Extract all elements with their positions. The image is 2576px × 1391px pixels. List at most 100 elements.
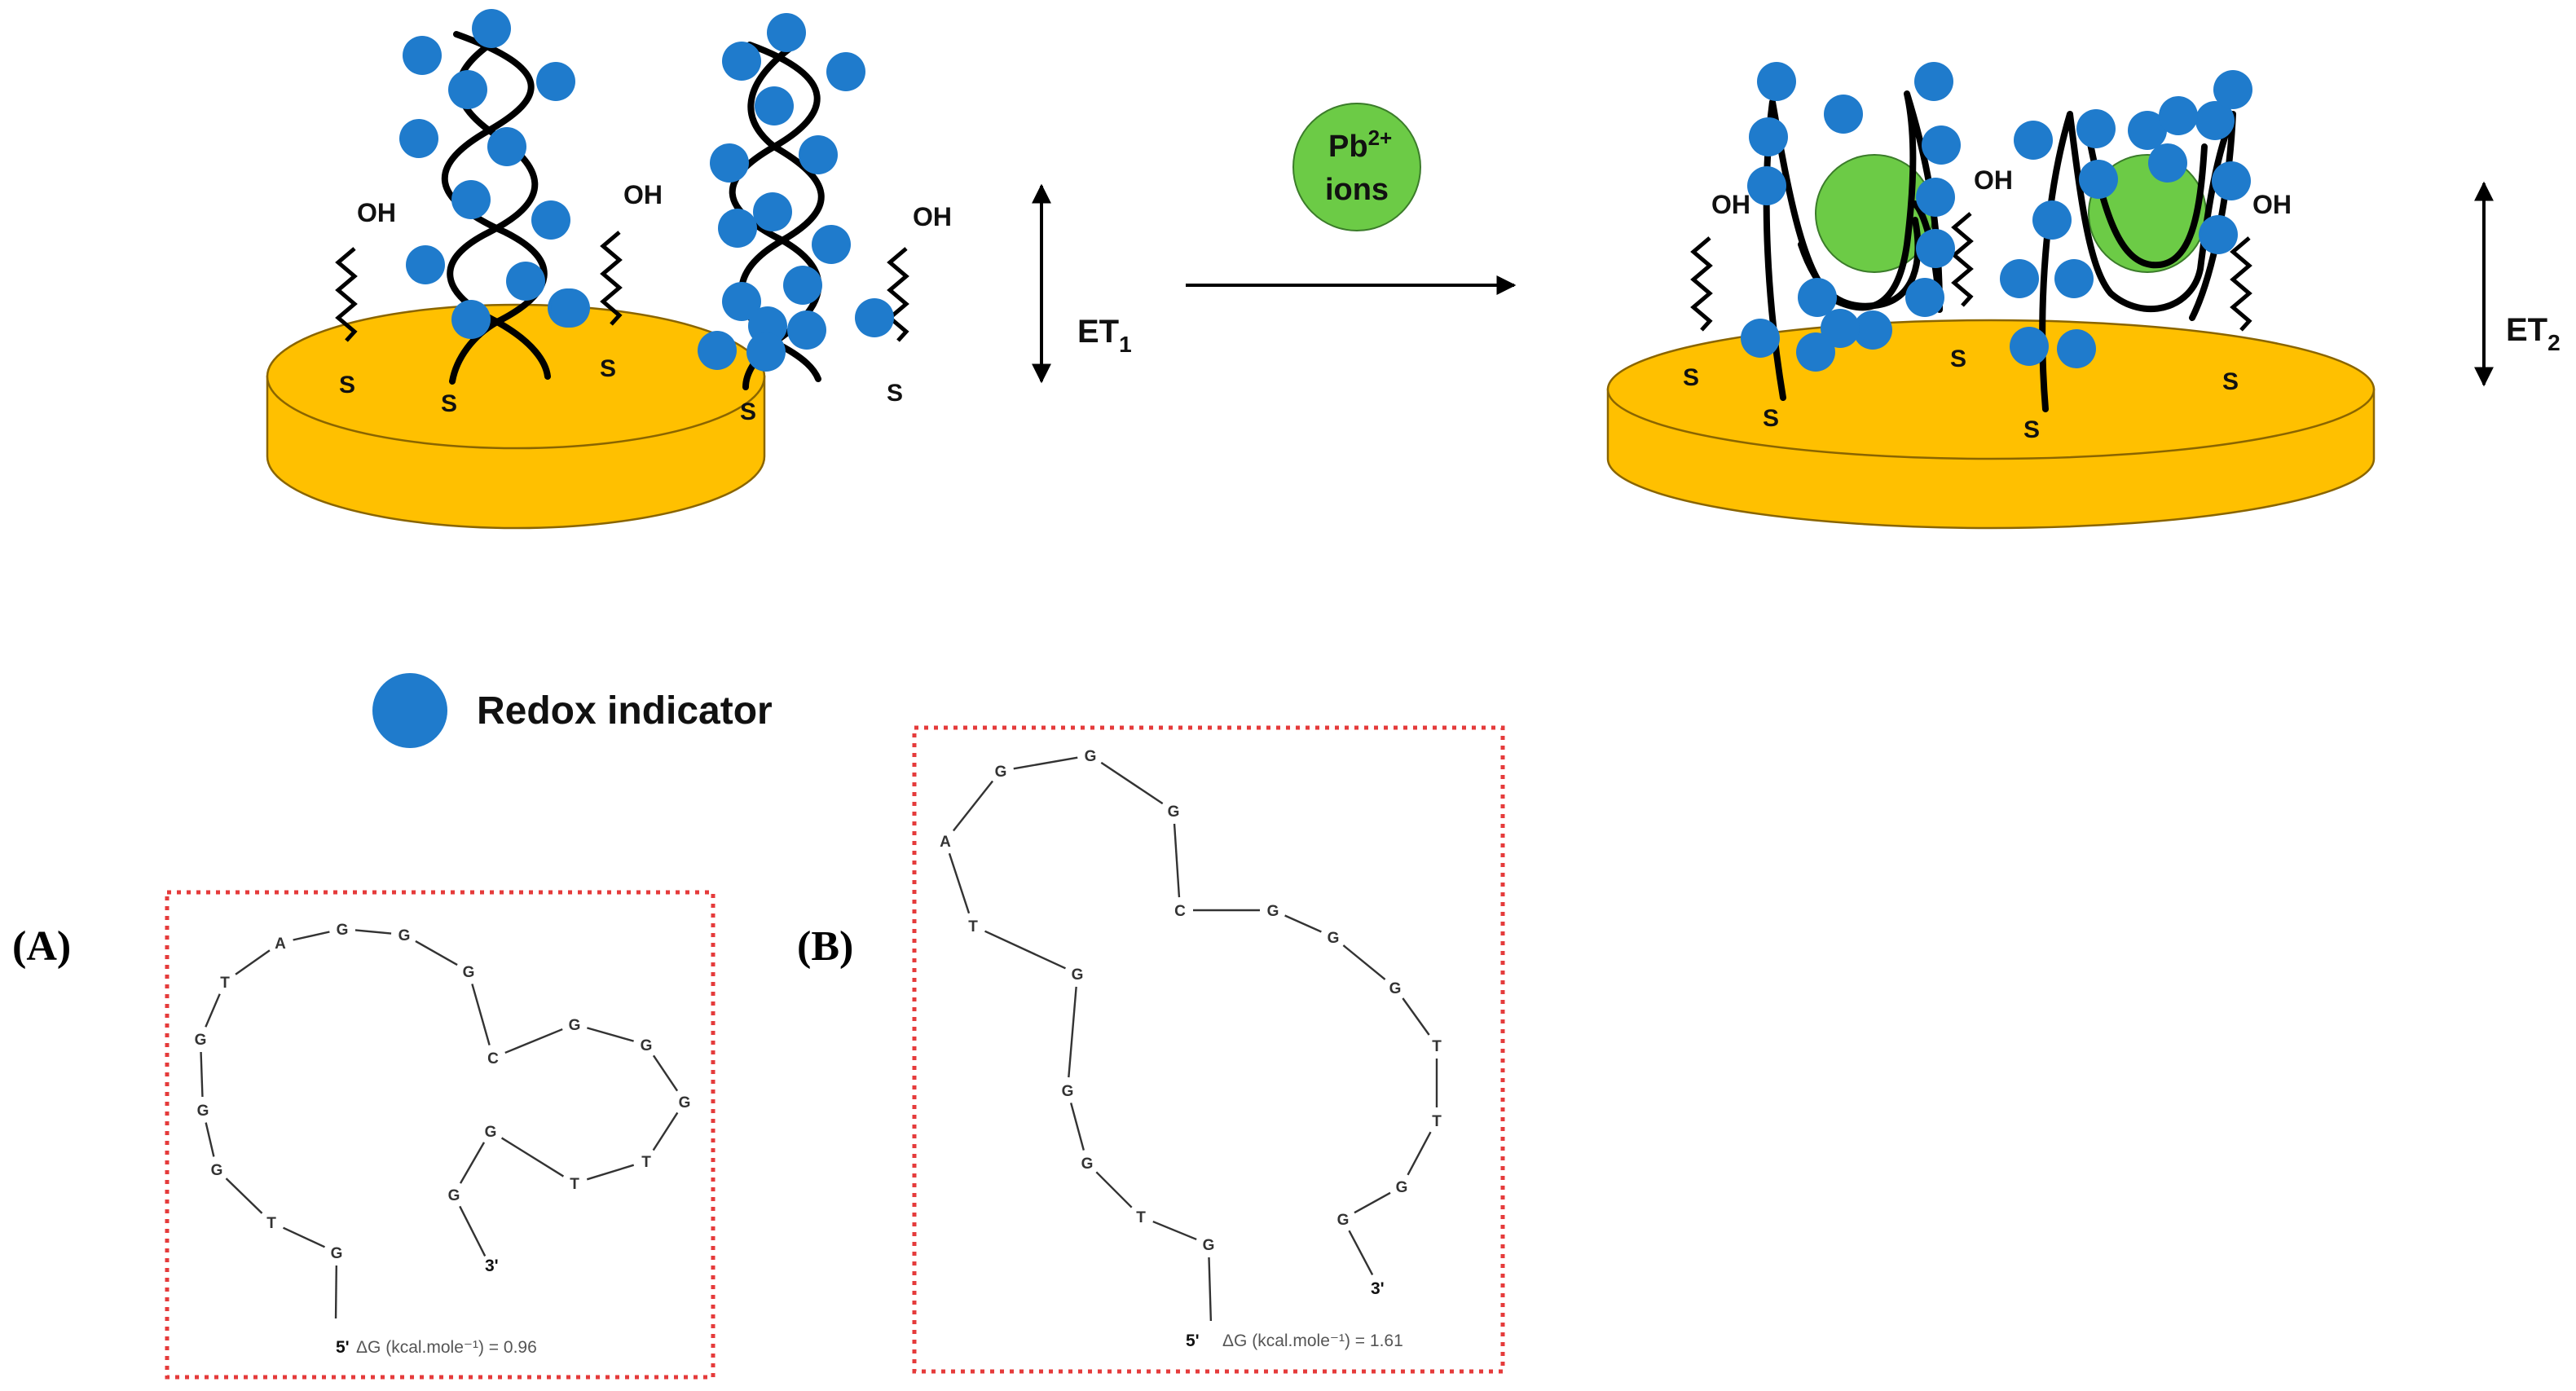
nucleotide: G — [1168, 803, 1180, 821]
nucleotide: G — [1085, 748, 1097, 765]
backbone-bond — [200, 1051, 204, 1098]
nucleotide: T — [266, 1215, 276, 1232]
nucleotide: C — [487, 1050, 499, 1067]
backbone-bond — [952, 780, 994, 832]
backbone-bond — [205, 993, 221, 1028]
backbone-bond — [652, 1054, 679, 1092]
g-quadruplex-aptamer-1: S — [1741, 62, 1961, 432]
left-free-redox-beads — [551, 288, 894, 337]
nucleotide: G — [448, 1187, 460, 1204]
g-quadruplex-aptamer-2: S — [2000, 70, 2252, 443]
nucleotide: C — [1174, 903, 1186, 920]
panel-a-frame — [165, 890, 716, 1380]
et2-double-arrow: ET2 — [2474, 181, 2561, 387]
helix-aptamer-2: S — [698, 13, 865, 425]
nucleotide: T — [220, 975, 230, 992]
nucleotide: G — [679, 1094, 691, 1111]
pb-label: Pb2+ — [1328, 125, 1392, 164]
nucleotide: G — [1396, 1179, 1408, 1196]
nucleotide: T — [641, 1154, 651, 1171]
oh-label: OH — [357, 198, 396, 227]
nucleotide: G — [485, 1124, 497, 1141]
panel-a-tag: (A) — [12, 923, 71, 970]
nucleotide: G — [337, 922, 349, 939]
left-electrode — [266, 303, 766, 530]
nucleotide: G — [1328, 930, 1340, 947]
pb-ion-badge: Pb2+ ions — [1292, 103, 1421, 231]
oh-label: OH — [1711, 190, 1750, 219]
s-label: S — [740, 398, 756, 425]
backbone-bond — [334, 1265, 338, 1319]
nucleotide: G — [1072, 966, 1084, 984]
nucleotide: G — [569, 1017, 581, 1034]
backbone-bond — [1100, 761, 1164, 805]
s-label: S — [2023, 416, 2040, 443]
backbone-bond — [1208, 1257, 1213, 1322]
right-electrode — [1606, 319, 2376, 530]
nucleotide: A — [940, 834, 951, 851]
nucleotide: G — [1081, 1155, 1094, 1173]
backbone-bond — [984, 930, 1066, 970]
nucleotide: G — [995, 764, 1007, 781]
backbone-bond — [1173, 823, 1181, 898]
legend-label: Redox indicator — [477, 689, 773, 733]
nucleotide: G — [399, 927, 411, 944]
nucleotide: G — [463, 964, 475, 981]
s-label: S — [1763, 405, 1779, 432]
backbone-bond — [1354, 1191, 1391, 1214]
panel-a-three-prime: 3' — [485, 1257, 499, 1275]
nucleotide: G — [1062, 1083, 1074, 1100]
backbone-bond — [1402, 997, 1430, 1036]
s-label: S — [441, 390, 457, 417]
backbone-bond — [1070, 1103, 1085, 1151]
oh-label: OH — [1974, 165, 2013, 195]
oh-label: OH — [2252, 190, 2292, 219]
nucleotide: G — [195, 1032, 207, 1049]
panel-b-tag: (B) — [797, 923, 853, 970]
et2-label: ET2 — [2506, 312, 2561, 355]
s-label: S — [1683, 364, 1699, 391]
backbone-bond — [459, 1142, 486, 1184]
ions-label: ions — [1325, 173, 1389, 207]
nucleotide: G — [331, 1245, 343, 1262]
backbone-bond — [1348, 1230, 1374, 1276]
s-label: S — [1950, 346, 1966, 372]
nucleotide: T — [1432, 1038, 1442, 1055]
s-label: S — [887, 380, 903, 407]
backbone-bond — [1342, 944, 1386, 980]
nucleotide: G — [1389, 980, 1402, 997]
s-label: S — [600, 355, 616, 382]
backbone-bond — [1284, 914, 1322, 933]
right-free-redox-beads — [1821, 309, 1860, 348]
panel-b-five-prime: 5' — [1186, 1332, 1200, 1350]
backbone-bond — [587, 1027, 634, 1042]
nucleotide: G — [211, 1162, 223, 1179]
panel-b-three-prime: 3' — [1371, 1279, 1385, 1298]
left-hydroxyl-linkers: OH S OH S OH S — [335, 180, 952, 407]
backbone-bond — [354, 929, 392, 935]
backbone-bond — [652, 1111, 679, 1151]
oh-label: OH — [623, 180, 663, 209]
nucleotide: G — [1267, 903, 1279, 920]
backbone-bond — [235, 949, 271, 975]
nucleotide: G — [197, 1103, 209, 1120]
backbone-bond — [415, 940, 458, 966]
backbone-bond — [1068, 986, 1077, 1078]
nucleotide: G — [641, 1037, 653, 1054]
s-label: S — [2222, 368, 2239, 395]
backbone-bond — [471, 984, 491, 1045]
backbone-bond — [225, 1178, 263, 1214]
backbone-bond — [283, 1226, 325, 1248]
backbone-bond — [1407, 1131, 1432, 1176]
backbone-bond — [504, 1028, 563, 1054]
legend-redox-indicator: Redox indicator — [372, 673, 773, 748]
helix-aptamer-1: S — [399, 9, 587, 417]
nucleotide: G — [1203, 1237, 1215, 1254]
backbone-bond — [1152, 1220, 1197, 1241]
backbone-bond — [1013, 756, 1078, 770]
redox-indicator-swatch — [372, 673, 447, 748]
backbone-bond — [500, 1137, 565, 1178]
nucleotide: T — [570, 1176, 579, 1193]
